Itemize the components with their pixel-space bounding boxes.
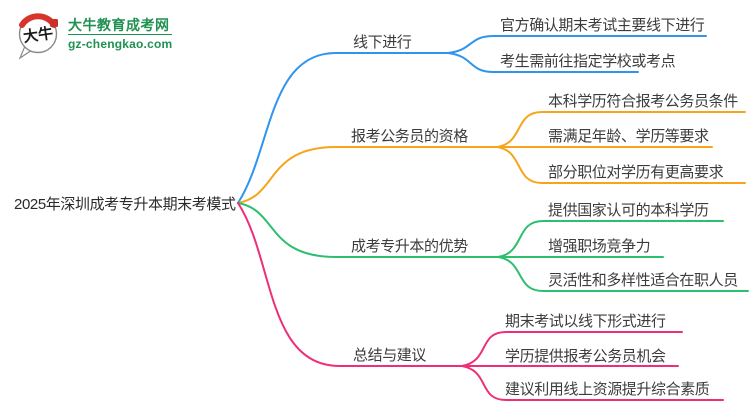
branch-2-child-1: 增强职场竞争力	[548, 238, 651, 255]
branch-0-child-0-line	[447, 35, 707, 54]
branch-0-child-1: 考生需前往指定学校或考点	[500, 53, 676, 70]
branch-3-child-2: 建议利用线上资源提升综合素质	[505, 381, 710, 398]
branch-0-child-0: 官方确认期末考试主要线下进行	[500, 17, 705, 34]
branch-2-child-2: 灵活性和多样性适合在职人员	[548, 272, 738, 289]
branch-3-child-2-line	[461, 365, 724, 401]
logo-text-block: 大牛教育成考网 gz-chengkao.com	[68, 16, 173, 52]
branch-2-trunk-line	[237, 202, 499, 258]
branch-2-child-0-line	[497, 220, 724, 258]
branch-2-child-2-line	[497, 256, 749, 292]
root-node-label: 2025年深圳成考专升本期末考模式	[14, 196, 236, 213]
branch-3-label: 总结与建议	[353, 347, 427, 364]
branch-3-child-1: 学历提供报考公务员机会	[505, 348, 666, 365]
logo-bubble-text: 大牛	[22, 24, 54, 46]
branch-0-child-1-line	[447, 52, 639, 73]
branch-0-label: 线下进行	[353, 34, 412, 51]
logo-bubble-icon: 大牛	[18, 13, 58, 60]
branch-3-child-0: 期末考试以线下形式进行	[505, 313, 666, 330]
branch-1-child-2: 部分职位对学历有更高要求	[548, 164, 724, 181]
branch-2-label: 成考专升本的优势	[351, 238, 468, 255]
branch-3-child-0-line	[461, 331, 683, 367]
branch-1-child-1: 需满足年龄、学历等要求	[548, 128, 709, 145]
branch-1-trunk-line	[237, 146, 498, 204]
branch-2-child-0: 提供国家认可的本科学历	[548, 202, 709, 219]
branch-1-child-0-line	[496, 111, 746, 148]
site-logo: 大牛 大牛教育成考网 gz-chengkao.com	[14, 8, 173, 60]
logo-title: 大牛教育成考网	[68, 17, 170, 33]
branch-1-child-0: 本科学历符合报考公务员条件	[548, 93, 738, 110]
branch-0-trunk-line	[237, 52, 449, 204]
branch-1-child-2-line	[496, 146, 746, 184]
logo-domain: gz-chengkao.com	[68, 34, 173, 52]
branch-1-label: 报考公务员的资格	[351, 128, 468, 145]
branch-3-trunk-line	[237, 202, 463, 367]
